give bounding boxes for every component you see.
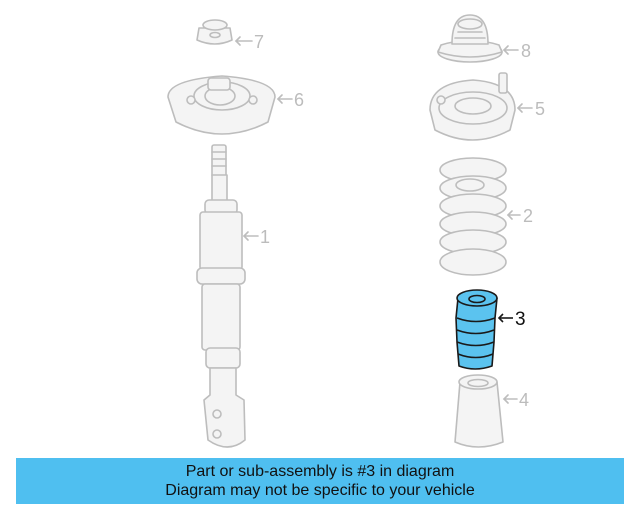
part-7-bushing: 7 xyxy=(196,19,264,52)
part-2-coil-spring: 2 xyxy=(439,157,533,276)
part-label-4: 4 xyxy=(519,390,529,410)
part-label-8: 8 xyxy=(521,41,531,61)
banner-line-2: Diagram may not be specific to your vehi… xyxy=(165,482,475,499)
diagram-svg: 7 6 1 xyxy=(167,14,545,448)
part-5-spring-seat: 5 xyxy=(429,72,545,141)
part-label-7: 7 xyxy=(254,32,264,52)
part-label-2: 2 xyxy=(523,206,533,226)
info-banner: Part or sub-assembly is #3 in diagram Di… xyxy=(16,458,624,504)
banner-line-1: Part or sub-assembly is #3 in diagram xyxy=(185,463,455,480)
part-8-bearing: 8 xyxy=(437,14,531,63)
part-label-6: 6 xyxy=(294,90,304,110)
part-label-5: 5 xyxy=(535,99,545,119)
part-1-strut: 1 xyxy=(196,144,270,448)
part-6-upper-mount: 6 xyxy=(167,75,304,135)
part-label-3: 3 xyxy=(515,309,526,330)
part-3-bump-stop[interactable]: 3 xyxy=(455,289,526,370)
part-label-1: 1 xyxy=(260,227,270,247)
part-4-dust-boot: 4 xyxy=(454,374,529,448)
